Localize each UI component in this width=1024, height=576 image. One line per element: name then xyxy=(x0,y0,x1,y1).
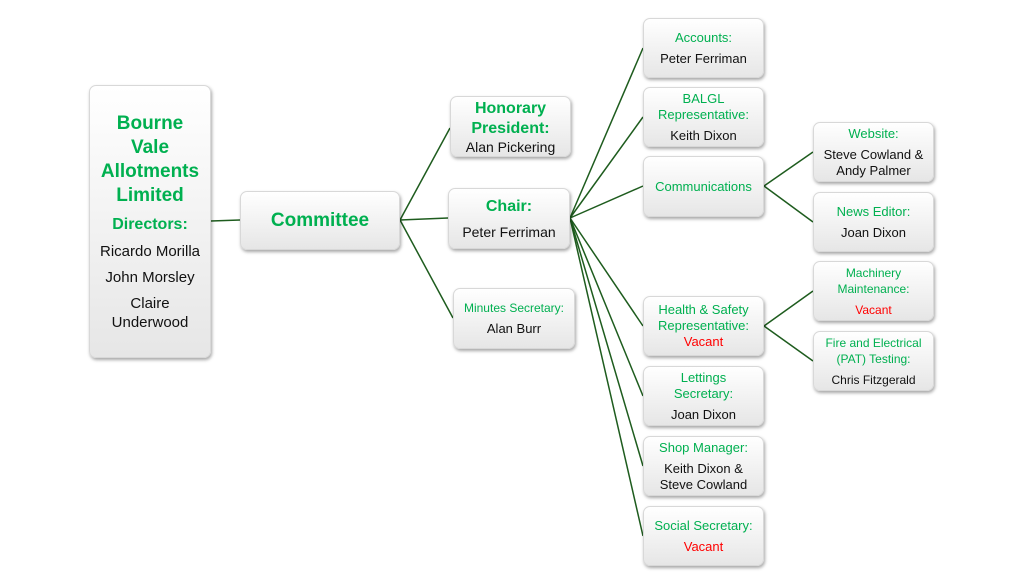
person-name: Keith Dixon & xyxy=(664,460,743,476)
person-name: Chris Fitzgerald xyxy=(831,372,916,387)
website-box: Website: Steve Cowland & Andy Palmer xyxy=(813,122,934,182)
connector xyxy=(569,47,644,219)
person-name: Steve Cowland xyxy=(659,476,748,492)
chair-box: Chair: Peter Ferriman xyxy=(448,188,570,249)
company-name: Bourne xyxy=(116,112,184,134)
company-name: Allotments xyxy=(100,160,200,182)
director-name: John Morsley xyxy=(105,268,195,286)
person-name: Peter Ferriman xyxy=(660,50,747,66)
role-title: BALGL xyxy=(682,90,725,106)
connector xyxy=(569,217,644,397)
connector xyxy=(569,217,644,467)
communications-box: Communications xyxy=(643,156,764,217)
connector xyxy=(399,127,451,221)
connector xyxy=(569,116,644,219)
person-name: Steve Cowland & xyxy=(823,146,924,162)
directors-label: Directors: xyxy=(112,215,188,233)
accounts-box: Accounts: Peter Ferriman xyxy=(643,18,764,78)
role-title: Communications xyxy=(655,179,752,194)
role-title: Accounts: xyxy=(674,29,733,45)
person-name: Andy Palmer xyxy=(836,162,911,178)
person-name: Peter Ferriman xyxy=(462,223,556,240)
lettings-box: Lettings Secretary: Joan Dixon xyxy=(643,366,764,426)
vacant-status: Vacant xyxy=(683,538,724,554)
person-name: Joan Dixon xyxy=(670,406,737,422)
minutes-secretary-box: Minutes Secretary: Alan Burr xyxy=(453,288,575,349)
connector xyxy=(569,217,644,537)
shop-manager-box: Shop Manager: Keith Dixon & Steve Cowlan… xyxy=(643,436,764,496)
person-name: Alan Burr xyxy=(486,321,542,336)
person-name: Alan Pickering xyxy=(465,138,556,155)
director-name: Ricardo Morilla xyxy=(99,242,201,260)
role-title: Minutes Secretary: xyxy=(463,301,565,315)
machinery-maintenance-box: Machinery Maintenance: Vacant xyxy=(813,261,934,321)
connector xyxy=(569,185,644,219)
company-name: Vale xyxy=(130,136,170,158)
connector xyxy=(763,325,814,362)
role-title: Secretary: xyxy=(673,385,734,401)
role-title: Lettings xyxy=(680,369,727,385)
health-safety-box: Health & Safety Representative: Vacant xyxy=(643,296,764,356)
news-editor-box: News Editor: Joan Dixon xyxy=(813,192,934,252)
role-title: Social Secretary: xyxy=(654,517,753,533)
connector xyxy=(399,219,454,319)
role-title: Fire and Electrical xyxy=(825,335,922,350)
role-title: Honorary xyxy=(474,99,547,117)
role-title: Representative: xyxy=(657,318,750,333)
connector xyxy=(569,217,644,327)
balgl-box: BALGL Representative: Keith Dixon xyxy=(643,87,764,147)
social-secretary-box: Social Secretary: Vacant xyxy=(643,506,764,566)
role-title: (PAT) Testing: xyxy=(836,351,911,366)
role-title: News Editor: xyxy=(836,203,911,219)
connector xyxy=(763,185,814,223)
company-box: Bourne Vale Allotments Limited Directors… xyxy=(89,85,211,358)
honorary-president-box: Honorary President: Alan Pickering xyxy=(450,96,571,157)
role-title: Representative: xyxy=(657,106,750,122)
connector xyxy=(210,219,241,222)
company-name: Limited xyxy=(116,184,184,206)
committee-label: Committee xyxy=(270,209,370,231)
vacant-status: Vacant xyxy=(683,334,724,349)
vacant-status: Vacant xyxy=(855,302,892,317)
role-title: Maintenance: xyxy=(837,281,910,296)
person-name: Keith Dixon xyxy=(670,127,737,143)
person-name: Joan Dixon xyxy=(840,224,907,240)
connector xyxy=(763,151,814,187)
role-title: Shop Manager: xyxy=(659,439,748,455)
connector xyxy=(763,290,814,327)
committee-box: Committee xyxy=(240,191,400,250)
role-title: President: xyxy=(471,119,550,137)
connector xyxy=(399,217,449,221)
director-name: Underwood xyxy=(111,313,189,331)
fire-electrical-box: Fire and Electrical (PAT) Testing: Chris… xyxy=(813,331,934,391)
role-title: Machinery xyxy=(845,265,902,280)
director-name: Claire xyxy=(130,294,170,312)
role-title: Chair: xyxy=(485,197,533,215)
role-title: Health & Safety xyxy=(658,302,749,317)
role-title: Website: xyxy=(848,125,899,141)
